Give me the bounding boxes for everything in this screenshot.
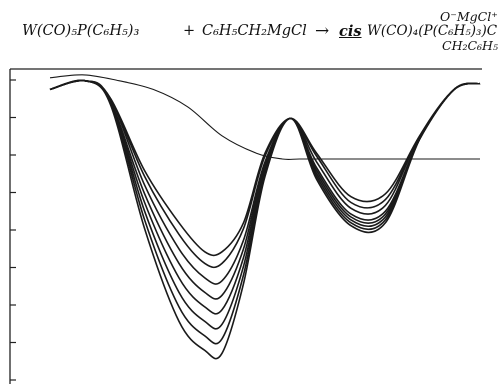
reaction-arrow: → xyxy=(315,21,330,41)
spectrum-line-9 xyxy=(49,79,481,360)
spectrum-line-2 xyxy=(49,79,481,257)
reactant-1: W(CO)₅P(C₆H₅)₃ xyxy=(22,23,140,39)
cis-prefix: cis xyxy=(339,23,362,40)
spectrum-line-4 xyxy=(49,79,481,285)
reactant-2: C₆H₅CH₂MgCl xyxy=(202,23,307,39)
spectrum-line-8 xyxy=(49,79,481,345)
spectrum-line-3 xyxy=(49,79,481,269)
substituent-top: O⁻MgCl⁺ xyxy=(440,9,498,24)
y-axis-ticks xyxy=(10,79,16,381)
reaction-equation: W(CO)₅P(C₆H₅)₃ + C₆H₅CH₂MgCl → cis W(CO)… xyxy=(22,9,500,62)
spectra-series xyxy=(49,74,481,360)
substituent-bottom: CH₂C₆H₅ xyxy=(442,38,498,53)
plus-sign: + xyxy=(183,23,196,39)
product-formula: W(CO)₄(P(C₆H₅)₃)C xyxy=(367,23,498,39)
